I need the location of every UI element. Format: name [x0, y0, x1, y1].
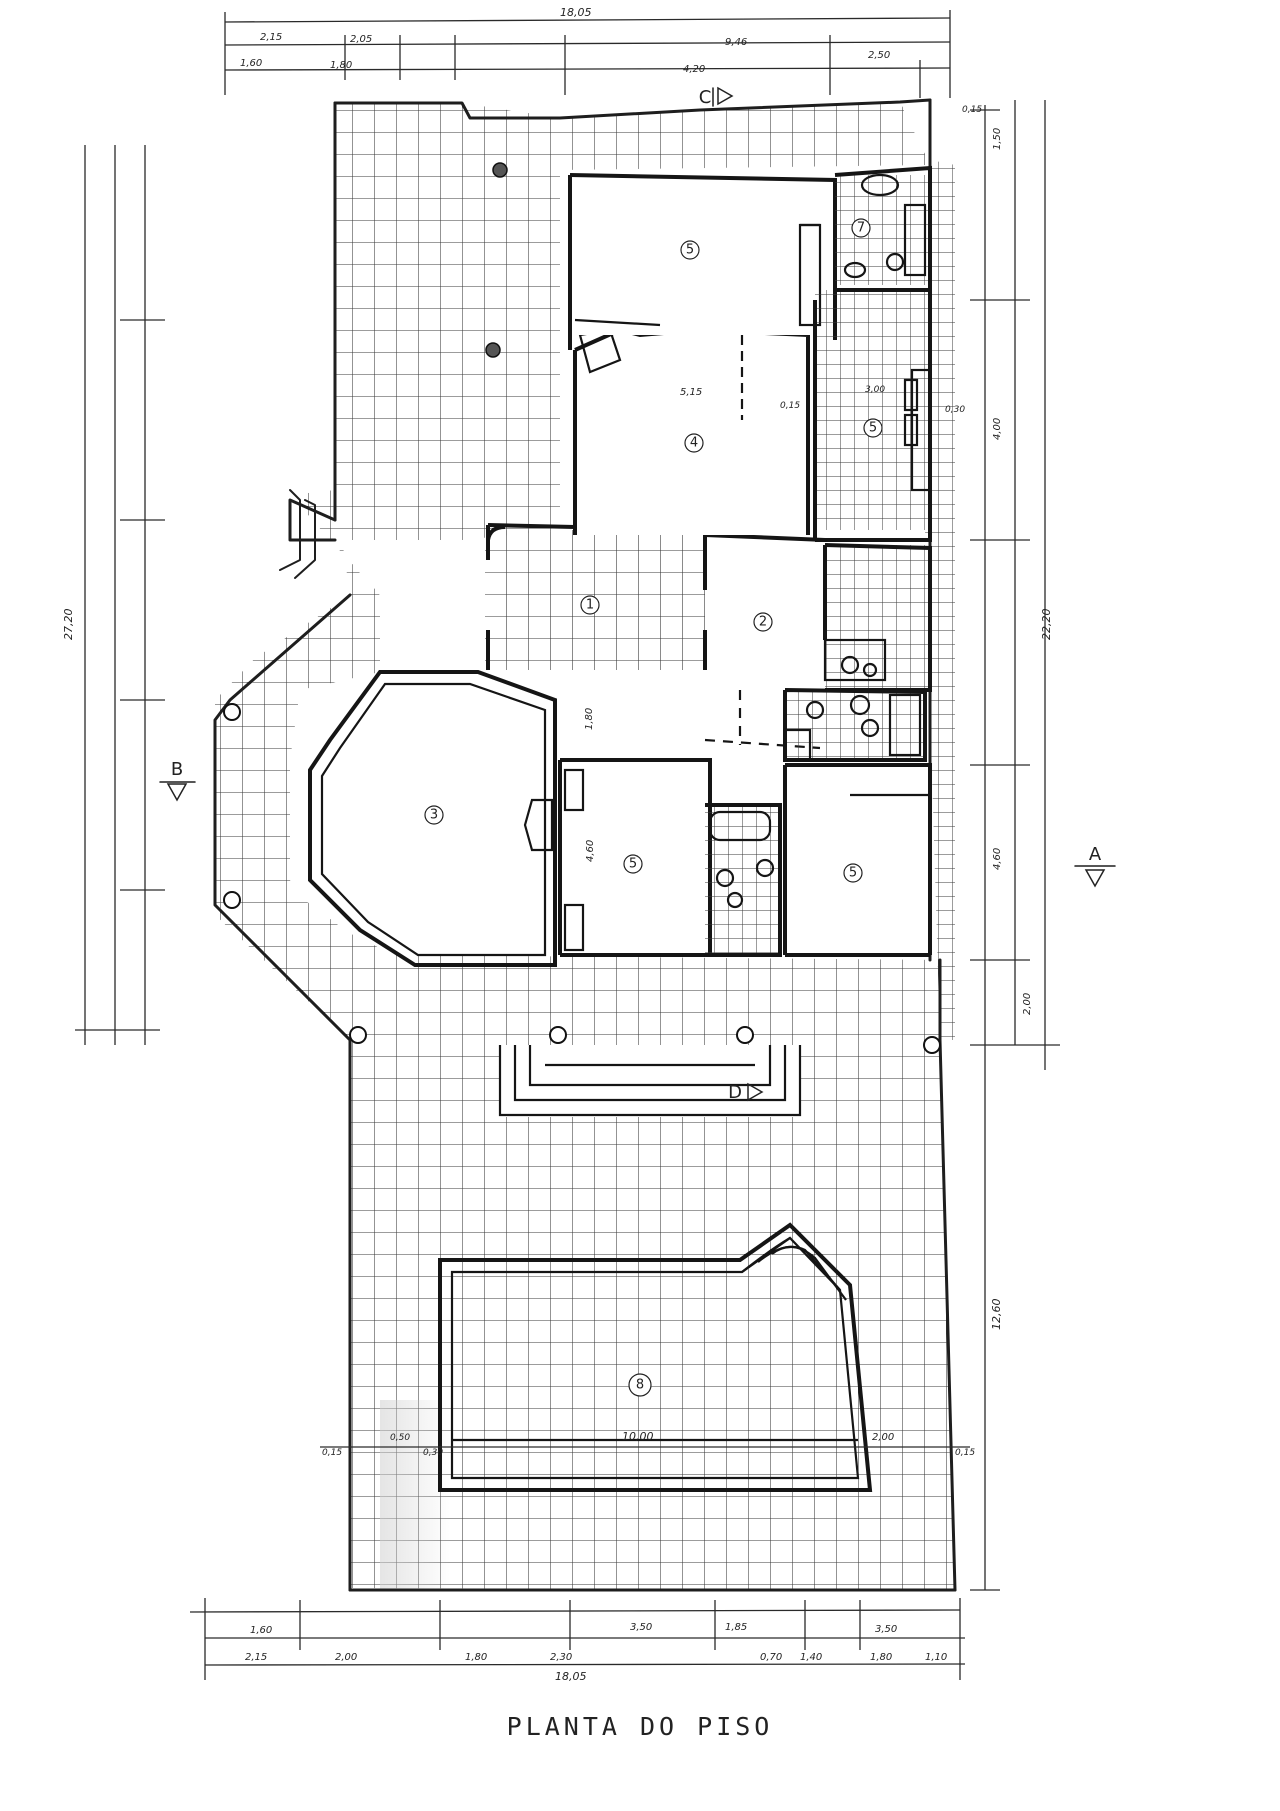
- terrace-tiling: [215, 102, 955, 1590]
- dim-room4-0-15: 0,15: [780, 401, 800, 411]
- dim-bottom-1-85: 1,85: [725, 1622, 747, 1633]
- dim-bottom-1-10: 1,10: [925, 1652, 947, 1663]
- room-label-5-right: 5: [843, 863, 863, 883]
- bathroom-7: [834, 165, 932, 292]
- dimension-lines: [75, 10, 1060, 1680]
- room-label-7: 7: [851, 218, 871, 238]
- room-5-right: [783, 763, 932, 957]
- room-label-4: 4: [684, 433, 704, 453]
- swimming-pool: [438, 1222, 873, 1492]
- dim-top-1-60: 1,60: [240, 58, 262, 69]
- section-c-arrow-icon: [717, 86, 734, 106]
- dim-bottom-1-40: 1,40: [800, 1652, 822, 1663]
- section-b-arrow-icon: [166, 783, 188, 802]
- dim-pool-0-15b: 0,15: [955, 1448, 975, 1458]
- dim-bottom-1-80a: 1,80: [465, 1652, 487, 1663]
- dim-bottom-3-50b: 3,50: [875, 1624, 897, 1635]
- dim-pool-0-30: 0,30: [423, 1448, 443, 1458]
- svg-text:5: 5: [686, 243, 694, 258]
- section-markers: C B A D: [159, 86, 1116, 1103]
- dim-bottom-3-50a: 3,50: [630, 1622, 652, 1633]
- dim-room4-5-15: 5,15: [680, 387, 702, 398]
- dim-right-4-60: 4,60: [992, 848, 1003, 870]
- room-label-2: 2: [753, 612, 773, 632]
- dim-bottom-2-30: 2,30: [550, 1652, 572, 1663]
- svg-text:3: 3: [430, 808, 438, 823]
- room-label-5-kitchen: 5: [863, 418, 883, 438]
- room-4: [573, 302, 810, 535]
- bath-bedrooms: [705, 803, 782, 957]
- section-c-label: C: [699, 87, 712, 108]
- room-label-5-top: 5: [680, 240, 700, 260]
- dim-right-1-50: 1,50: [992, 128, 1003, 150]
- room-label-1: 1: [580, 595, 600, 615]
- entrance-steps: [498, 1045, 802, 1117]
- section-d-arrow-icon: [747, 1082, 764, 1102]
- dim-pool-10-00: 10,00: [622, 1430, 654, 1443]
- dim-top-2-15: 2,15: [260, 32, 282, 43]
- section-b-label: B: [171, 759, 183, 780]
- svg-text:4: 4: [690, 436, 698, 451]
- svg-text:2: 2: [759, 615, 767, 630]
- section-a-arrow-icon: [1084, 869, 1106, 888]
- dim-right-12-60: 12,60: [990, 1299, 1003, 1331]
- room-label-8: 8: [628, 1373, 652, 1397]
- room-label-5-center: 5: [623, 854, 643, 874]
- room-3-octagon: [308, 670, 557, 967]
- svg-text:5: 5: [849, 866, 857, 881]
- dim-bottom-2-15: 2,15: [245, 1652, 267, 1663]
- dim-right-total: 22,20: [1040, 609, 1053, 641]
- svg-text:5: 5: [629, 857, 637, 872]
- dim-right-4-00: 4,00: [992, 418, 1003, 440]
- dim-top-2-50: 2,50: [868, 50, 890, 61]
- dim-top-1-80: 1,80: [330, 60, 352, 71]
- dimension-texts: 18,05 2,15 2,05 1,60 1,80 9,46 2,50 4,20…: [62, 6, 1053, 1683]
- dim-room3-1-80: 1,80: [584, 708, 595, 730]
- room-labels: 1 2 3 4 5 5 5 5: [424, 218, 883, 1397]
- dim-right-2-00: 2,00: [1022, 993, 1033, 1015]
- dim-kitchen-3-00: 3,00: [865, 385, 885, 395]
- dim-pool-0-15a: 0,15: [322, 1448, 342, 1458]
- dim-pool-2-00: 2,00: [872, 1432, 894, 1443]
- dim-bottom-2-00: 2,00: [335, 1652, 357, 1663]
- dim-left-total: 27,20: [62, 609, 75, 641]
- section-a-label: A: [1089, 844, 1102, 865]
- dim-bottom-0-70: 0,70: [760, 1652, 782, 1663]
- dim-bottom-1-80b: 1,80: [870, 1652, 892, 1663]
- room-label-3: 3: [424, 805, 444, 825]
- plan-title: PLANTA DO PISO: [507, 1712, 774, 1741]
- kitchen: [813, 288, 932, 542]
- section-d-label: D: [728, 1082, 742, 1103]
- room-5-top: [568, 173, 837, 350]
- dim-right-0-15: 0,15: [962, 105, 982, 115]
- svg-text:7: 7: [857, 221, 865, 236]
- dim-top-9-46: 9,46: [725, 37, 747, 48]
- dim-bottom-total: 18,05: [555, 1670, 587, 1683]
- dim-top-total: 18,05: [560, 6, 592, 19]
- svg-text:5: 5: [869, 421, 877, 436]
- dim-kitchen-0-30: 0,30: [945, 405, 965, 415]
- dim-top-4-20: 4,20: [683, 64, 705, 75]
- dim-bottom-1-60: 1,60: [250, 1625, 272, 1636]
- dim-pool-0-50: 0,50: [390, 1433, 410, 1443]
- dim-room5-4-60: 4,60: [585, 840, 596, 862]
- svg-text:1: 1: [586, 598, 594, 613]
- bath-center: [783, 688, 927, 762]
- service-wc: [823, 543, 932, 695]
- svg-text:8: 8: [636, 1378, 644, 1393]
- room-2-hall: [704, 533, 826, 750]
- dim-top-2-05: 2,05: [350, 34, 372, 45]
- columns: [223, 162, 941, 1054]
